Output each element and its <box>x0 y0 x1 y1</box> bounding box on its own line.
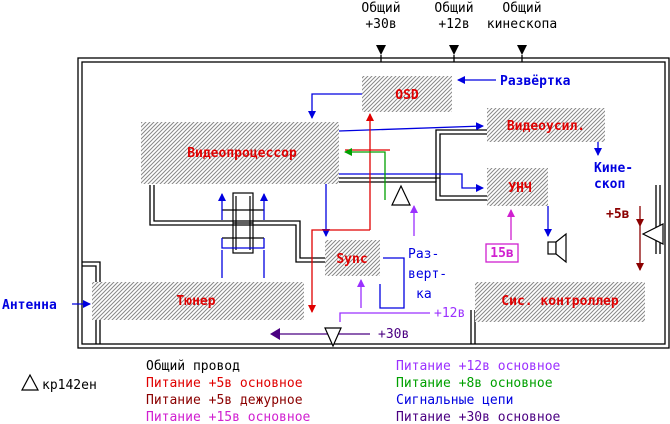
common-12v-label-2: +12в <box>438 17 469 32</box>
legend-item: Питание +8в основное <box>396 376 553 391</box>
kineskop-label-2: скоп <box>594 177 625 192</box>
common-terminals <box>376 45 527 55</box>
power-8v <box>344 148 386 200</box>
regulator-8v-icon <box>391 184 411 206</box>
legend-item: Общий провод <box>146 359 240 374</box>
legend-item: Питание +5в основное <box>146 376 303 391</box>
speaker-icon <box>547 232 567 264</box>
legend-regulator-label: кр142ен <box>42 378 97 393</box>
common-terminal-leads <box>380 55 523 62</box>
block-videoamp <box>487 108 605 142</box>
tuner-label: Тюнер <box>176 294 215 309</box>
block-tuner <box>92 282 304 320</box>
plus30v-label: +30в <box>378 327 409 342</box>
common-12v-terminal <box>449 45 459 55</box>
common-12v-label-1: Общий <box>434 1 473 16</box>
razvertka-mid-label-1: Раз- <box>408 247 439 262</box>
legend-item: Питание +12в основное <box>396 359 561 374</box>
common-crt-label-1: Общий <box>502 1 541 16</box>
common-crt-terminal <box>517 45 527 55</box>
plus12v-label: +12в <box>434 306 465 321</box>
regulator-5v-standby-icon <box>641 223 664 245</box>
block-osd <box>362 76 452 112</box>
osd-label: OSD <box>395 88 419 103</box>
legend-item: Питание +15в основное <box>146 410 311 424</box>
common-30v-terminal <box>376 45 386 55</box>
common-30v-label-1: Общий <box>361 1 400 16</box>
legend-item: Питание +5в дежурное <box>146 393 303 408</box>
chassis-outline <box>77 57 670 349</box>
saw-filter <box>222 192 264 254</box>
v15-box <box>485 243 519 263</box>
legend-regulator-icon <box>21 373 39 391</box>
kineskop-label-1: Кине- <box>594 161 633 176</box>
block-controller <box>475 282 645 322</box>
common-30v-label-2: +30в <box>365 17 396 32</box>
razvertka-mid-label-3: ка <box>416 287 432 302</box>
videoprocessor-label: Видеопроцессор <box>187 146 297 161</box>
razvertka-top-label: Развёртка <box>500 74 571 89</box>
regulator-12v-icon <box>324 327 342 348</box>
power-30v-arrow <box>270 328 280 340</box>
common-crt-label-2: кинескопа <box>487 17 557 32</box>
legend-item: Питание +30в основное <box>396 410 561 424</box>
block-videoprocessor <box>141 122 339 184</box>
legend-item: Сигнальные цепи <box>396 393 513 408</box>
block-sync <box>325 240 380 276</box>
signal-lines <box>72 76 602 309</box>
sync-label: Sync <box>336 252 367 267</box>
unch-label: УНЧ <box>508 181 532 196</box>
videoamp-label: Видеоусил. <box>507 119 585 134</box>
power-12v <box>339 205 430 322</box>
plus5v-label: +5в <box>606 207 630 222</box>
controller-label: Сис. контроллер <box>501 294 619 309</box>
regulator-icons <box>21 184 664 391</box>
block-unch <box>487 168 548 206</box>
antenna-label: Антенна <box>2 298 57 313</box>
v15-label: 15в <box>490 246 514 261</box>
power-5v-main <box>308 113 390 313</box>
razvertka-mid-label-2: верт- <box>408 267 447 282</box>
